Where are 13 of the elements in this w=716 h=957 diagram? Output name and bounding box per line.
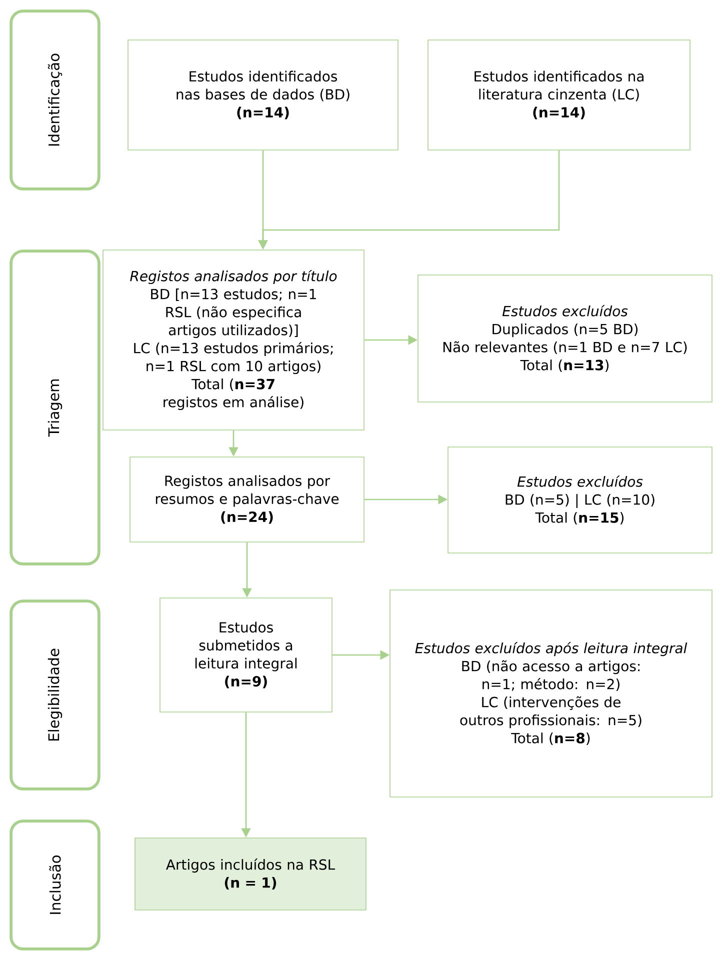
process-box: Registos analisados por título BD [n=13 estudos; n=1 RSL (não especifica artigos utilizados)] LC (n=13 estudos primários; n=1 RSL com 10 artigos) Total (n=37 registos em análise) (102, 250, 364, 430)
phase-label: Elegibilidade (10, 600, 100, 790)
process-box: Estudos submetidos a leitura integral (n=9) (160, 598, 332, 712)
phase-label: Inclusão (10, 820, 100, 950)
process-box: Estudos identificados nas bases de dados (BD) (n=14) (128, 40, 398, 150)
process-box: Registos analisados por resumos e palavras-chave (n=24) (130, 456, 364, 542)
phase-label: Identificação (10, 10, 100, 190)
process-box: Estudos excluídos BD (n=5) | LC (n=10) Total (n=15) (448, 446, 712, 554)
phase-label: Triagem (10, 250, 100, 566)
process-box: Estudos identificados na literatura cinzenta (LC) (n=14) (428, 40, 690, 150)
process-box: Estudos excluídos Duplicados (n=5 BD) Não relevantes (n=1 BD e n=7 LC) Total (n=13) (418, 274, 712, 402)
process-box: Artigos incluídos na RSL (n = 1) (134, 838, 366, 910)
process-box: Estudos excluídos após leitura integral BD (não acesso a artigos: n=1; método: n=2) LC (intervenções de outros profissionais: n=5) Total (n=8) (390, 590, 712, 798)
